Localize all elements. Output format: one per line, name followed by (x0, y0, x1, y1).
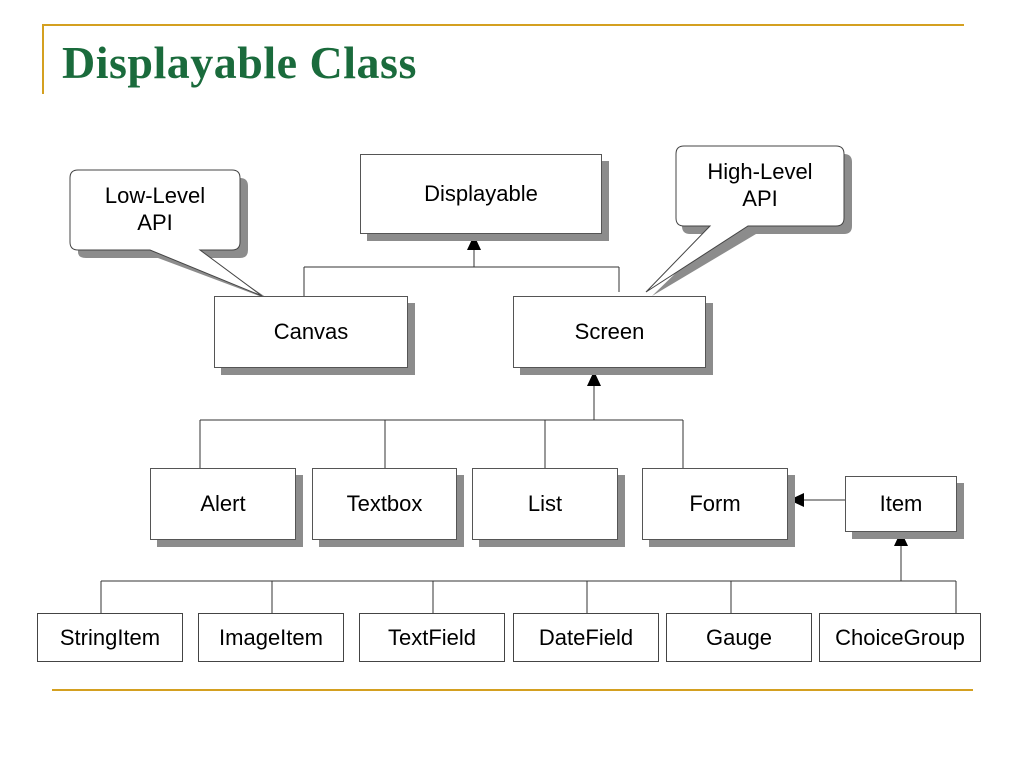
node-stringitem: StringItem (37, 613, 183, 662)
page-title: Displayable Class (62, 37, 417, 88)
high-level-callout-shape (645, 145, 852, 296)
low-level-api-callout: Low-Level API (74, 182, 236, 236)
high-level-callout-line2: API (742, 186, 778, 211)
arrowhead-form (789, 493, 804, 507)
arrowhead-item (894, 531, 908, 546)
node-textbox: Textbox (312, 468, 457, 540)
low-level-callout-line1: Low-Level (104, 183, 206, 208)
node-datefield: DateField (513, 613, 659, 662)
node-list: List (472, 468, 618, 540)
high-level-callout-line1: High-Level (707, 159, 813, 184)
arrowhead-displayable (467, 235, 481, 250)
node-gauge: Gauge (666, 613, 812, 662)
node-alert: Alert (150, 468, 296, 540)
node-screen: Screen (513, 296, 706, 368)
bottom-rule (52, 689, 973, 691)
node-canvas: Canvas (214, 296, 408, 368)
node-displayable: Displayable (360, 154, 602, 234)
title-accent-horizontal (42, 24, 964, 26)
high-level-api-callout: High-Level API (680, 158, 840, 212)
low-level-callout-shape (69, 169, 270, 300)
low-level-callout-line2: API (137, 210, 173, 235)
node-textfield: TextField (359, 613, 505, 662)
arrowhead-screen (587, 371, 601, 386)
node-imageitem: ImageItem (198, 613, 344, 662)
title-accent-vertical (42, 24, 44, 94)
node-form: Form (642, 468, 788, 540)
node-choicegroup: ChoiceGroup (819, 613, 981, 662)
node-item: Item (845, 476, 957, 532)
